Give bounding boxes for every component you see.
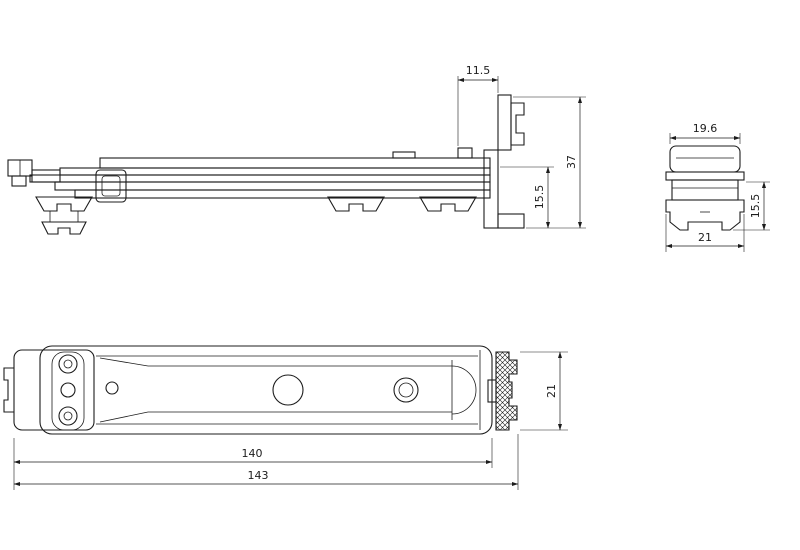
end-flange [665,171,745,181]
plan-left-plate [51,351,85,431]
hole-bottom-outer [58,406,78,426]
dim-end-height-label: 15.5 [749,194,762,219]
hole-bottom-inner [63,411,73,421]
hole-large-center [272,374,304,406]
dim-plan-body-length-label: 140 [242,447,263,460]
side-top-plate [99,157,491,169]
end-top-cap [669,145,741,173]
hole-left-center [60,382,76,398]
hole-right-inner [398,382,414,398]
end-body [671,179,739,201]
plan-body-outline [39,345,493,435]
side-clip-left-lower [41,221,87,235]
hole-right-outer [393,377,419,403]
side-bracket-vertical [483,149,499,229]
side-view: 11.5 37 15.5 [7,64,586,235]
side-clip-mid [327,196,385,212]
dim-side-total-height-label: 37 [565,155,578,169]
end-view: 19.6 15.5 21 [665,122,770,252]
side-bracket-foot [497,213,525,229]
dim-end-top-width-label: 19.6 [693,122,718,135]
side-left-end-foot [11,175,27,187]
plan-end-arc [451,365,477,415]
side-top-tab [457,147,473,159]
hole-second [105,381,119,395]
side-clip-right [419,196,477,212]
side-plate-2 [59,167,491,176]
side-clip-left-upper [35,196,93,212]
plan-left-bracket [13,349,95,431]
hole-top-outer [58,354,78,374]
side-top-bump [392,151,416,159]
side-plate-3 [29,174,491,183]
plan-slant-top [99,357,149,367]
plan-slant-bottom [99,411,149,423]
plan-view: 140 143 21 [3,345,568,490]
side-plate-5 [74,189,491,199]
dim-end-bottom-width-label: 21 [698,231,712,244]
side-left-step [31,169,61,183]
end-rail-feet [665,199,745,231]
side-pivot-inner [101,175,121,197]
dim-side-lower-height-label: 15.5 [533,185,546,210]
dim-side-offset-label: 11.5 [466,64,491,77]
plan-left-tabs [3,367,14,413]
hatched-rail-section [495,351,518,431]
dim-plan-rail-height-label: 21 [545,384,558,398]
side-bracket-tab [510,102,525,146]
hole-top-inner [63,359,73,369]
dim-plan-total-length-label: 143 [248,469,269,482]
side-pivot-bracket [95,169,127,203]
side-bracket-upper-plate [497,94,512,151]
